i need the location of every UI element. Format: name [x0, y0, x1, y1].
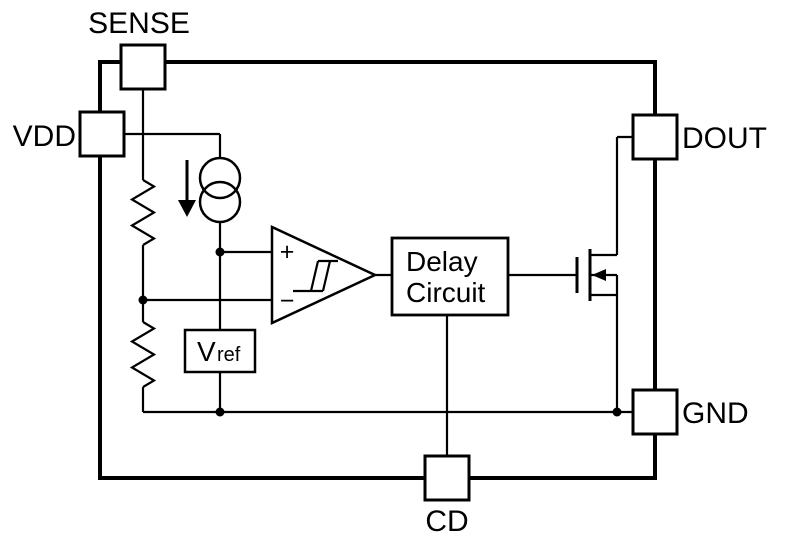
- vdd-pin: [78, 110, 126, 158]
- nmos-source-wire: [590, 293, 619, 412]
- delay-block-label-line1: Delay: [406, 246, 478, 277]
- sense-pin: [119, 43, 167, 91]
- junction-dot: [612, 407, 622, 417]
- gnd-pin: [631, 388, 679, 436]
- current-source-circle-top: [198, 156, 242, 200]
- cd-pin: [423, 454, 471, 502]
- junction-dot: [138, 295, 148, 305]
- current-arrow-head-icon: [178, 200, 196, 217]
- delay-block-label-line2: Circuit: [406, 277, 486, 308]
- vdd-pin-label: VDD: [13, 120, 76, 153]
- nmos-body-arrow-icon: [592, 269, 606, 281]
- chip-boundary: [98, 60, 657, 480]
- dout-pin: [631, 113, 679, 161]
- nmos-drain-wire: [590, 135, 633, 257]
- hysteresis-icon: [293, 259, 338, 293]
- delay-circuit-block: [390, 236, 510, 317]
- resistor-lower: [129, 321, 157, 388]
- sense-pin-label: SENSE: [88, 7, 190, 40]
- comparator-plus-label: +: [280, 238, 295, 266]
- vref-subscript-label: ref: [217, 344, 241, 366]
- gnd-pin-label: GND: [682, 397, 749, 430]
- current-source-circle-bottom: [198, 180, 242, 224]
- junction-dot: [215, 247, 225, 257]
- comparator-triangle: [270, 225, 378, 325]
- comparator-minus-label: −: [280, 287, 295, 315]
- resistor-upper: [129, 179, 157, 246]
- vref-label: V: [197, 336, 216, 367]
- vref-block: [183, 328, 257, 374]
- junction-dot: [215, 407, 225, 417]
- dout-pin-label: DOUT: [682, 122, 767, 155]
- cd-pin-label: CD: [425, 505, 468, 538]
